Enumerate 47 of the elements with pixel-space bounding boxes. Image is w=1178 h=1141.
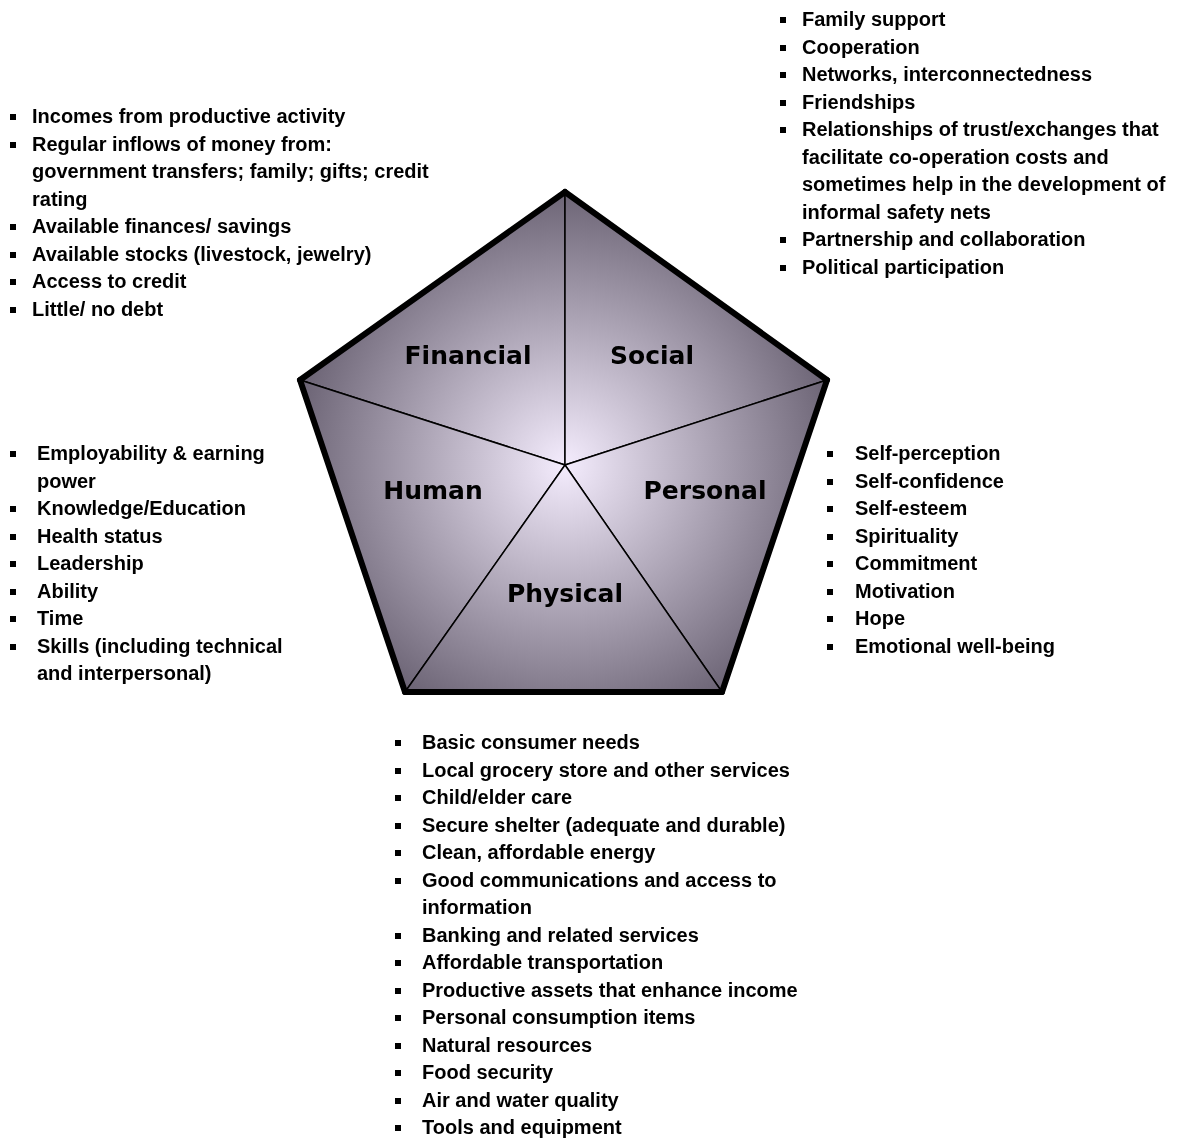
segment-label: Financial xyxy=(404,340,532,370)
bullet-item: Basic consumer needs xyxy=(393,729,883,757)
bullet-item: Networks, interconnectedness xyxy=(778,61,1178,89)
bullet-item: Natural resources xyxy=(393,1031,883,1059)
bullet-item: Personal consumption items xyxy=(393,1004,883,1032)
bullet-item: Ability xyxy=(8,577,320,605)
bullet-item: Hope xyxy=(825,605,1155,633)
bullet-item: Tools and equipment xyxy=(393,1114,883,1141)
bullet-item: Cooperation xyxy=(778,33,1178,61)
bullet-item: Regular inflows of money from: government transfers; family; gifts; credit rating xyxy=(8,130,448,213)
bullet-item: Leadership xyxy=(8,550,320,578)
bullet-item: Access to credit xyxy=(8,268,448,296)
bullet-item: Good communications and access to information xyxy=(393,866,883,922)
bullet-item: Self-esteem xyxy=(825,495,1155,523)
bullet-item: Available stocks (livestock, jewelry) xyxy=(8,240,448,268)
bullet-item: Political participation xyxy=(778,253,1178,281)
bullet-item: Incomes from productive activity xyxy=(8,103,448,131)
bullet-item: Partnership and collaboration xyxy=(778,226,1178,254)
bullet-item: Food security xyxy=(393,1059,883,1087)
bullet-item: Health status xyxy=(8,522,320,550)
bullet-item: Skills (including technical and interpersonal) xyxy=(8,632,320,688)
bullet-item: Secure shelter (adequate and durable) xyxy=(393,811,883,839)
bullet-item: Banking and related services xyxy=(393,921,883,949)
bullet-item: Clean, affordable energy xyxy=(393,839,883,867)
bullet-item: Employability & earning power xyxy=(8,440,320,495)
segment-label: Personal xyxy=(643,475,767,505)
bullet-item: Productive assets that enhance income xyxy=(393,976,883,1004)
bullet-item: Available finances/ savings xyxy=(8,213,448,241)
segment-label: Social xyxy=(610,340,694,370)
bullet-item: Time xyxy=(8,605,320,633)
bullet-item: Spirituality xyxy=(825,522,1155,550)
bullet-item: Friendships xyxy=(778,88,1178,116)
bullet-item: Affordable transportation xyxy=(393,949,883,977)
bullet-item: Little/ no debt xyxy=(8,295,448,323)
bullet-item: Self-perception xyxy=(825,440,1155,468)
bullet-item: Knowledge/Education xyxy=(8,495,320,523)
bullet-item: Family support xyxy=(778,6,1178,34)
bullet-item: Air and water quality xyxy=(393,1086,883,1114)
bullet-item: Commitment xyxy=(825,550,1155,578)
segment-label: Human xyxy=(383,475,483,505)
bullet-item: Child/elder care xyxy=(393,784,883,812)
bullet-item: Local grocery store and other services xyxy=(393,756,883,784)
bullet-item: Relationships of trust/exchanges that facilitate co-operation costs and sometimes help in the development of informal safety nets xyxy=(778,116,1178,226)
bullet-item: Emotional well-being xyxy=(825,632,1155,660)
segment-label: Physical xyxy=(506,578,624,608)
bullet-item: Motivation xyxy=(825,577,1155,605)
bullet-item: Self-confidence xyxy=(825,467,1155,495)
